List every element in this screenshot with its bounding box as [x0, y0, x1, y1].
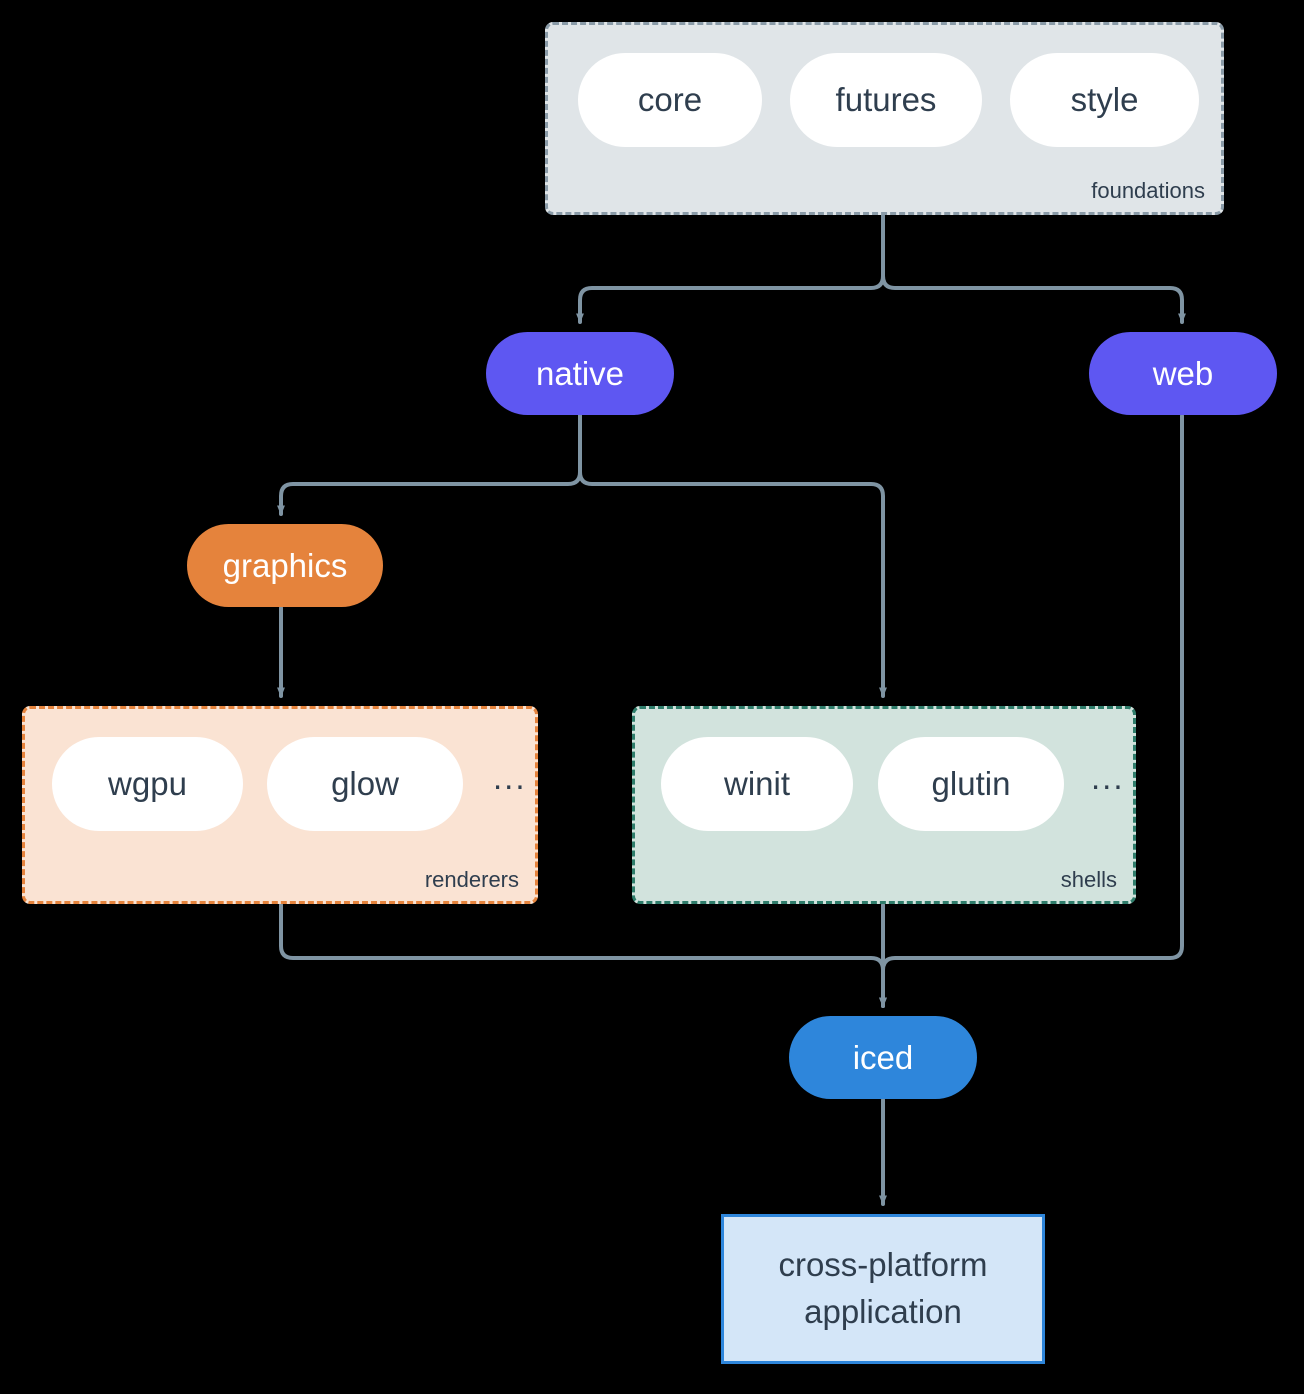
edge-foundations-native: [576, 214, 885, 324]
edge-renderers-iced: [279, 903, 887, 1008]
node-futures[interactable]: futures: [790, 53, 982, 147]
node-cross-platform-application[interactable]: cross-platform application: [721, 1214, 1045, 1364]
cluster-renderers: wgpu glow ... renderers: [22, 706, 538, 904]
cluster-label-shells: shells: [1060, 867, 1117, 892]
cluster-shells: winit glutin ... shells: [632, 706, 1136, 904]
renderers-more-ellipsis: ...: [493, 759, 527, 796]
node-winit[interactable]: winit: [661, 737, 853, 831]
cluster-foundations: core futures style foundations: [545, 22, 1224, 215]
edge-foundations-web: [881, 214, 1186, 324]
node-core[interactable]: core: [578, 53, 762, 147]
cluster-label-renderers: renderers: [424, 867, 519, 892]
node-glutin[interactable]: glutin: [878, 737, 1064, 831]
shells-more-ellipsis: ...: [1091, 759, 1125, 796]
node-native[interactable]: native: [486, 332, 674, 415]
node-glow[interactable]: glow: [267, 737, 463, 831]
edge-native-shells: [578, 414, 887, 698]
application-label-line2: application: [804, 1293, 962, 1330]
node-graphics[interactable]: graphics: [187, 524, 383, 607]
application-label-line1: cross-platform: [778, 1246, 988, 1284]
node-web[interactable]: web: [1089, 332, 1277, 415]
node-wgpu[interactable]: wgpu: [52, 737, 243, 831]
edge-native-graphics: [277, 414, 582, 516]
cluster-label-foundations: foundations: [1091, 178, 1205, 203]
node-iced[interactable]: iced: [789, 1016, 977, 1099]
node-style[interactable]: style: [1010, 53, 1199, 147]
